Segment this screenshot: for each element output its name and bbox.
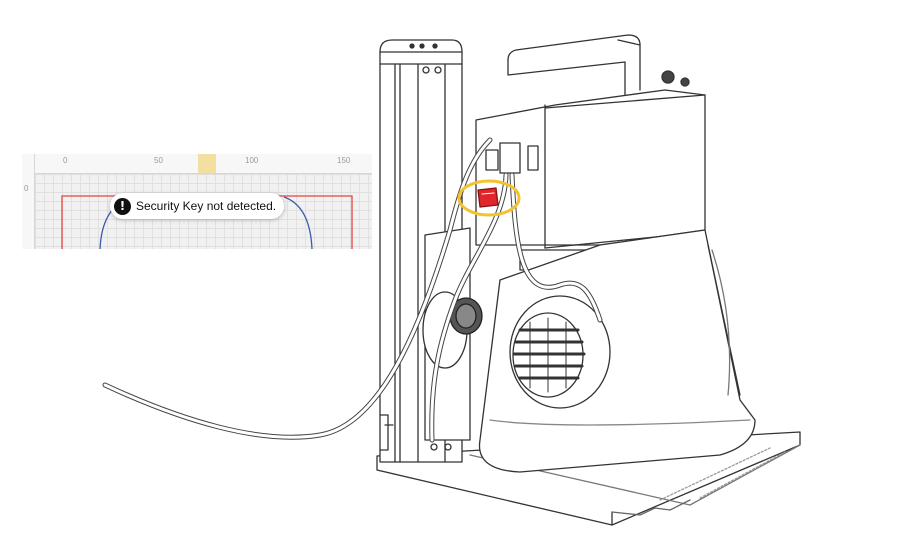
security-key-port — [477, 187, 499, 208]
fan-cover — [509, 295, 611, 409]
design-curve — [283, 196, 313, 249]
ruler-left — [22, 154, 35, 249]
ruler-top — [22, 154, 372, 174]
exclamation-icon: ! — [114, 197, 131, 215]
ruler-label: 100 — [245, 156, 259, 165]
ruler-label: 50 — [154, 156, 163, 165]
security-key-highlight-ring — [457, 179, 521, 217]
software-canvas-inset: 0 50 100 150 0 ! Security Key not detect… — [22, 154, 372, 249]
ruler-highlight — [198, 154, 216, 173]
ruler-label: 150 — [337, 156, 351, 165]
ruler-label: 0 — [24, 184, 29, 193]
ruler-label: 0 — [63, 156, 68, 165]
toast-message: Security Key not detected. — [136, 199, 277, 213]
laser-shroud — [478, 229, 756, 473]
security-key-toast: ! Security Key not detected. — [110, 193, 285, 219]
